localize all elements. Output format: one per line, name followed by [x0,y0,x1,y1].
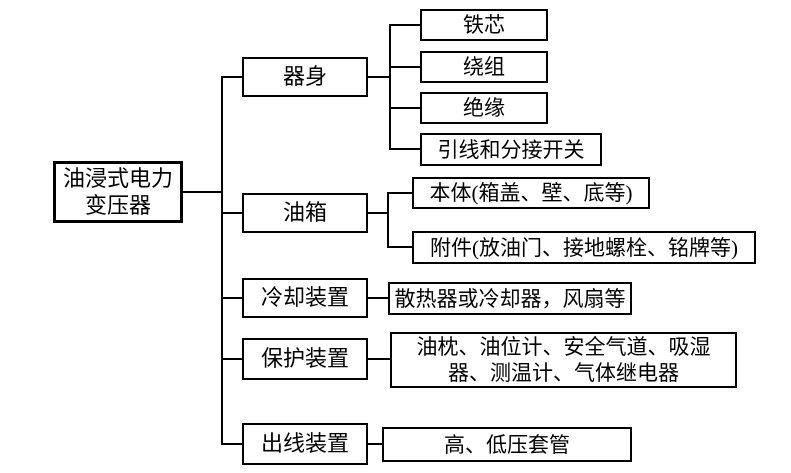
branch-node-outlet-device-label: 出线装置 [260,431,349,456]
leaf-node-protection-components: 油枕、油位计、安全气道、吸湿 器、测温计、气体继电器 [390,332,737,388]
stub-line-oil-tank [221,212,242,214]
root-node-label-line2: 变压器 [84,193,151,218]
stub-line-tank-accessories [387,246,412,248]
oil-tank-connector-line [368,212,389,214]
root-connector-line [183,191,223,193]
branch-node-protection-device-label: 保护装置 [260,346,349,371]
branch-node-body: 器身 [242,57,368,97]
stub-line-tank-main-body [387,192,412,194]
leaf-node-protection-components-line2: 器、测温计、气体继电器 [448,361,679,385]
root-node-label-line1: 油浸式电力 [62,166,173,191]
stub-line-insulation [389,107,420,109]
stub-line-protection [221,358,242,360]
leaf-node-iron-core: 铁芯 [420,9,548,41]
outlet-connector-line [368,443,382,445]
branch-node-body-label: 器身 [282,64,327,89]
branch-node-cooling-device: 冷却装置 [242,278,368,318]
branch-node-outlet-device: 出线装置 [242,423,368,465]
body-connector-line [368,76,390,78]
cooling-connector-line [368,297,388,299]
leaf-node-winding-label: 绕组 [463,55,505,79]
branch-node-oil-tank-label: 油箱 [282,200,327,225]
stub-line-winding [389,66,420,68]
leaf-node-radiator-cooler-fan: 散热器或冷却器，风扇等 [388,282,632,315]
leaf-node-winding: 绕组 [420,51,548,83]
stub-line-iron-core [389,24,420,26]
branch-node-oil-tank: 油箱 [242,193,368,233]
leaf-node-bushings: 高、低压套管 [382,427,632,462]
leaf-node-insulation: 绝缘 [420,92,548,124]
trunk-line [221,76,223,445]
leaf-node-insulation-label: 绝缘 [463,96,505,120]
body-vertical-line [389,24,391,150]
leaf-node-tank-main-body-label: 本体(箱盖、壁、底等) [429,181,633,205]
branch-node-protection-device: 保护装置 [242,338,368,380]
leaf-node-bushings-label: 高、低压套管 [444,432,570,457]
branch-node-cooling-device-label: 冷却装置 [260,285,349,310]
leaf-node-leads-tap-changer: 引线和分接开关 [420,133,602,166]
oil-tank-vertical-line [387,192,389,248]
leaf-node-radiator-cooler-fan-label: 散热器或冷却器，风扇等 [394,286,626,311]
stub-line-body [221,76,242,78]
leaf-node-leads-tap-changer-label: 引线和分接开关 [437,137,585,162]
leaf-node-tank-main-body: 本体(箱盖、壁、底等) [412,177,650,209]
stub-line-leads-tap-changer [389,148,420,150]
leaf-node-iron-core-label: 铁芯 [463,13,505,37]
leaf-node-protection-components-line1: 油枕、油位计、安全气道、吸湿 [416,335,711,359]
stub-line-outlet [221,443,242,445]
leaf-node-tank-accessories: 附件(放油门、接地螺栓、铭牌等) [412,231,756,264]
protection-connector-line [368,358,390,360]
root-node-oil-immersed-transformer: 油浸式电力 变压器 [53,161,183,223]
leaf-node-tank-accessories-label: 附件(放油门、接地螺栓、铭牌等) [430,235,738,260]
stub-line-cooling [221,297,242,299]
